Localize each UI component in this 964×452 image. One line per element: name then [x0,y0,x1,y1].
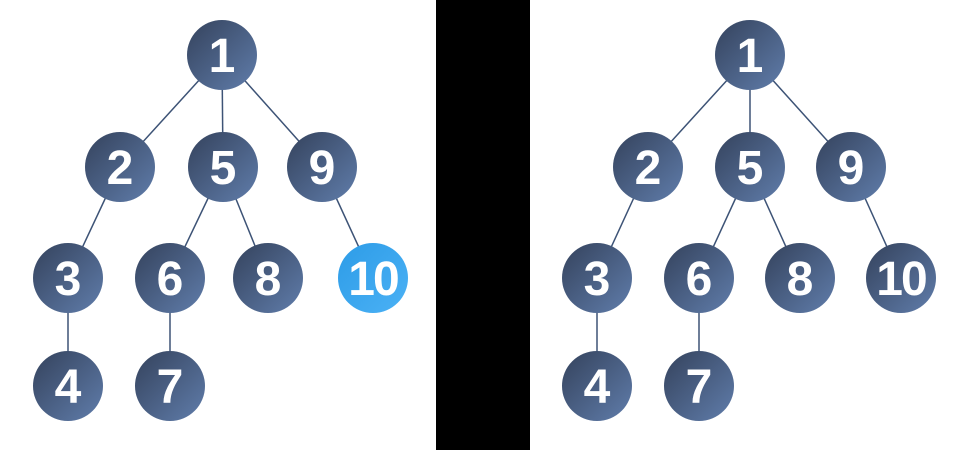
divider-bar [436,0,530,450]
node-circle [33,243,103,313]
tree-node-8: 8 [233,243,303,313]
node-label: 8 [787,253,814,306]
node-label: 10 [348,253,398,306]
tree-node-5: 5 [715,132,785,202]
tree-node-1: 1 [187,20,257,90]
node-label: 7 [686,361,713,414]
node-circle [33,351,103,421]
tree-node-10: 10 [866,243,936,313]
tree-node-7: 7 [135,351,205,421]
node-circle [188,132,258,202]
node-label: 2 [107,142,134,195]
node-circle-highlighted [338,243,408,313]
tree-node-4: 4 [562,351,632,421]
node-label: 4 [584,361,611,414]
node-label: 5 [737,142,764,195]
tree-left: 1 2 5 9 3 6 8 10 4 7 [33,20,408,421]
node-circle [866,243,936,313]
node-label: 6 [686,253,713,306]
node-circle [187,20,257,90]
tree-node-5: 5 [188,132,258,202]
tree-node-7: 7 [664,351,734,421]
tree-node-3: 3 [562,243,632,313]
tree-node-2: 2 [85,132,155,202]
tree-node-9: 9 [816,132,886,202]
node-label: 3 [584,253,611,306]
node-label: 6 [157,253,184,306]
tree-node-6: 6 [135,243,205,313]
node-label: 5 [210,142,237,195]
node-label: 3 [55,253,82,306]
tree-node-10: 10 [338,243,408,313]
node-label: 10 [876,253,926,306]
node-circle [715,20,785,90]
node-circle [765,243,835,313]
node-label: 1 [737,30,764,83]
node-circle [233,243,303,313]
node-label: 9 [838,142,865,195]
node-circle [715,132,785,202]
node-circle [664,351,734,421]
node-circle [85,132,155,202]
node-label: 4 [55,361,82,414]
tree-node-6: 6 [664,243,734,313]
node-label: 8 [255,253,282,306]
node-circle [135,351,205,421]
tree-node-2: 2 [613,132,683,202]
node-label: 9 [309,142,336,195]
node-label: 7 [157,361,184,414]
node-label: 2 [635,142,662,195]
node-circle [613,132,683,202]
tree-node-4: 4 [33,351,103,421]
node-circle [135,243,205,313]
node-circle [664,243,734,313]
node-circle [816,132,886,202]
node-circle [562,243,632,313]
tree-right: 1 2 5 9 3 6 8 10 4 7 [562,20,936,421]
tree-node-1: 1 [715,20,785,90]
tree-node-9: 9 [287,132,357,202]
tree-node-3: 3 [33,243,103,313]
node-circle [562,351,632,421]
node-label: 1 [209,30,236,83]
node-circle [287,132,357,202]
tree-node-8: 8 [765,243,835,313]
